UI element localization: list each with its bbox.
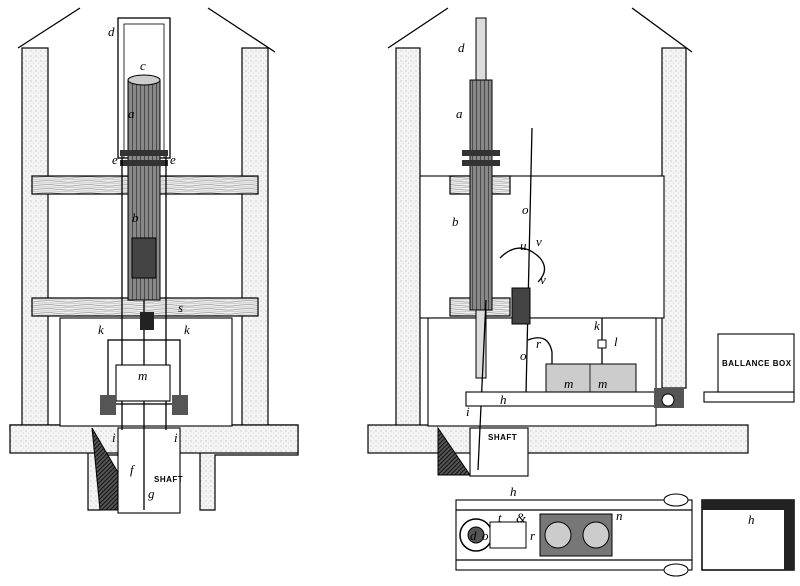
shaft-caption: SHAFT: [488, 433, 517, 442]
pipe-r: [527, 337, 553, 368]
label: f: [130, 462, 136, 477]
right-wall: [241, 47, 269, 429]
masonry-floor: [367, 424, 749, 454]
label: d: [108, 24, 115, 39]
label: o: [522, 202, 529, 217]
cylinder-a: [469, 79, 493, 311]
roof-line-left: [387, 7, 449, 49]
cylinder-cap-c: [127, 74, 161, 86]
collar-upper: [462, 150, 500, 156]
ballance-box: [717, 333, 795, 393]
label: o: [520, 348, 527, 363]
box-caption: BALLANCE BOX: [722, 359, 792, 368]
beam-h: [465, 391, 663, 407]
shaft-caption: SHAFT: [154, 475, 183, 484]
label: k: [184, 322, 190, 337]
right-wall: [661, 47, 687, 389]
left-wall: [395, 47, 421, 431]
nut-s: [140, 312, 154, 330]
label: d: [470, 528, 477, 543]
label: i: [466, 404, 470, 419]
label: n: [616, 508, 623, 523]
right-elevation: BALLANCE BOX SHAFT d a b o u v v k l o r…: [367, 7, 795, 477]
bracket-right: [172, 395, 188, 415]
valve-plan: [489, 521, 527, 549]
label: m: [138, 368, 147, 383]
box-rim-top: [702, 500, 794, 510]
label: b: [452, 214, 459, 229]
box-disc-left: [544, 521, 572, 549]
label: i: [112, 430, 116, 445]
collar-upper: [120, 150, 168, 156]
label: o: [482, 528, 489, 543]
label: h: [748, 512, 755, 527]
label: a: [128, 106, 135, 121]
label: s: [178, 300, 183, 315]
roof-line-right: [207, 7, 276, 53]
roof-line-left: [17, 7, 81, 49]
label: k: [594, 318, 600, 333]
label: m: [564, 376, 573, 391]
shaft-shadow: [437, 426, 471, 476]
label: h: [500, 392, 507, 407]
label: c: [140, 58, 146, 73]
label: h: [510, 484, 517, 499]
label: r: [530, 528, 536, 543]
label: b: [132, 210, 139, 225]
pivot-pin: [661, 393, 675, 407]
wheel-bottom: [663, 563, 689, 577]
label: &: [516, 510, 527, 525]
valve-box: [511, 287, 531, 325]
shaft-opening: [117, 427, 181, 514]
label: l: [614, 334, 618, 349]
label: i: [174, 430, 178, 445]
collar-lower: [462, 160, 500, 166]
rod-o: [525, 127, 533, 395]
ballance-box-plan: [701, 499, 795, 571]
left-elevation: d c a e e b s k k m i i f g SHAFT: [9, 7, 299, 514]
label: u: [520, 238, 527, 253]
valve-linkage: [499, 247, 546, 283]
label: v: [540, 272, 546, 287]
upper-chamber: [419, 175, 665, 319]
label: t: [498, 510, 502, 525]
label: g: [148, 486, 155, 501]
box-disc-right: [582, 521, 610, 549]
cylinder-core: [467, 526, 485, 544]
label: e: [170, 152, 176, 167]
box-m-left: [115, 364, 171, 402]
wheel-top: [663, 493, 689, 507]
bracket-left: [100, 395, 116, 415]
label: k: [98, 322, 104, 337]
label: e: [112, 152, 118, 167]
label: r: [536, 336, 542, 351]
collar-lower: [120, 160, 168, 166]
plan-view: h t & d o r n h: [455, 484, 795, 577]
lower-frame: [107, 339, 181, 405]
label: v: [536, 234, 542, 249]
valve-gear: [131, 237, 157, 279]
weight-l: [597, 339, 607, 349]
box-rim-right: [784, 500, 794, 570]
rod-i: [477, 299, 487, 471]
label: m: [598, 376, 607, 391]
roof-line-right: [631, 7, 693, 53]
beam-extension: [703, 391, 795, 403]
label: d: [458, 40, 465, 55]
label: a: [456, 106, 463, 121]
left-wall: [21, 47, 49, 429]
